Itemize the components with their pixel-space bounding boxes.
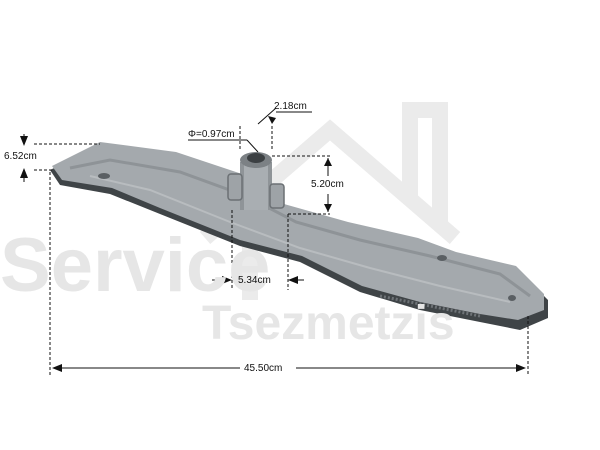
hub-base-label: 5.34cm bbox=[238, 275, 271, 286]
watermark-line1: Service bbox=[0, 223, 271, 308]
dimension-lines bbox=[23, 107, 529, 376]
nozzle-hole bbox=[98, 173, 110, 179]
dimension-arrows bbox=[20, 116, 526, 372]
total-length-label: 45.50cm bbox=[244, 363, 283, 374]
spray-arm bbox=[50, 142, 548, 330]
nozzle-hole bbox=[508, 295, 516, 301]
spray-arm-hub bbox=[227, 152, 285, 210]
spray-arm-top bbox=[52, 142, 544, 320]
watermark-line2: Tsezmetzis bbox=[202, 297, 455, 350]
hub-height-label: 5.20cm bbox=[311, 179, 344, 190]
nozzle-inner-label: Φ=0.97cm bbox=[188, 129, 235, 140]
nozzle-outer-label: 2.18cm bbox=[274, 101, 307, 112]
arm-height-label: 6.52cm bbox=[4, 151, 37, 162]
nozzle-hole bbox=[437, 255, 447, 261]
